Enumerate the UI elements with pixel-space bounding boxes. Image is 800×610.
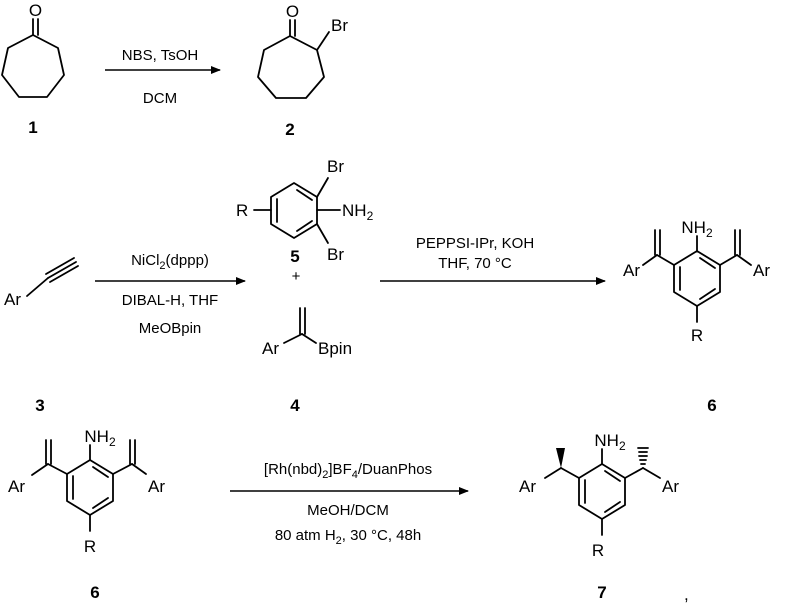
conditions-3-line-2: THF, 70 °C [438, 255, 512, 272]
conditions-4-line-1: [Rh(nbd)2]BF4/DuanPhos [264, 461, 432, 481]
conditions-1-above: NBS, TsOH [122, 47, 198, 64]
amino-group-label: NH2 [84, 427, 116, 449]
compound-label-4: 4 [290, 396, 300, 415]
dibromo-aniline-structure: Br NH2 Br R [236, 157, 374, 264]
amino-group-label: NH2 [342, 201, 374, 223]
chiral-aniline-structure-7: NH2 Ar Ar R [519, 431, 679, 560]
plus-sign: + [292, 268, 301, 285]
compound-label-1: 1 [28, 118, 37, 137]
oxygen-atom-label: O [29, 1, 42, 20]
bromine-atom-label: Br [327, 157, 344, 176]
r-substituent-label: R [84, 537, 96, 556]
compound-label-6-reactant: 6 [90, 583, 99, 602]
r-substituent-label: R [236, 201, 248, 220]
aryl-group-label: Ar [519, 477, 536, 496]
amino-group-label: NH2 [594, 431, 626, 453]
aryl-group-label: Ar [262, 339, 279, 358]
wedge-bond [556, 448, 565, 468]
conditions-3-line-1: PEPPSI-IPr, KOH [416, 235, 534, 252]
r-substituent-label: R [592, 541, 604, 560]
vinyl-boronate-structure: Ar Bpin [262, 307, 352, 358]
compound-label-6: 6 [707, 396, 716, 415]
cycloheptanone-structure: O [1, 1, 65, 98]
amino-group-label: NH2 [681, 218, 713, 240]
conditions-4-line-2: MeOH/DCM [307, 502, 389, 519]
compound-label-3: 3 [35, 396, 44, 415]
divinyl-aniline-structure-6: NH2 Ar Ar R [623, 218, 770, 345]
oxygen-atom-label: O [286, 2, 299, 21]
bromine-atom-label: Br [331, 16, 348, 35]
trailing-comma: , [684, 585, 689, 604]
aryl-group-label: Ar [623, 261, 640, 280]
bpin-group-label: Bpin [318, 339, 352, 358]
r-substituent-label: R [691, 326, 703, 345]
aryl-group-label: Ar [8, 477, 25, 496]
conditions-2-line-2: DIBAL-H, THF [122, 292, 218, 309]
conditions-1-below: DCM [143, 90, 177, 107]
aryl-group-label: Ar [753, 261, 770, 280]
aryl-group-label: Ar [4, 290, 21, 309]
aryl-group-label: Ar [148, 477, 165, 496]
conditions-2-line-3: MeOBpin [139, 320, 202, 337]
hash-bond [637, 447, 649, 465]
bromo-cycloheptanone-structure: O Br [257, 2, 348, 99]
conditions-4-line-3: 80 atm H2, 30 °C, 48h [275, 527, 421, 547]
aryl-alkyne-structure: Ar [4, 257, 79, 309]
conditions-2-line-1: NiCl2(dppp) [131, 252, 209, 272]
compound-label-2: 2 [285, 120, 294, 139]
aryl-group-label: Ar [662, 477, 679, 496]
compound-label-5: 5 [290, 247, 299, 266]
bromine-atom-label: Br [327, 245, 344, 264]
divinyl-aniline-structure-6-reactant: NH2 Ar Ar R [8, 427, 165, 556]
compound-label-7: 7 [597, 583, 606, 602]
